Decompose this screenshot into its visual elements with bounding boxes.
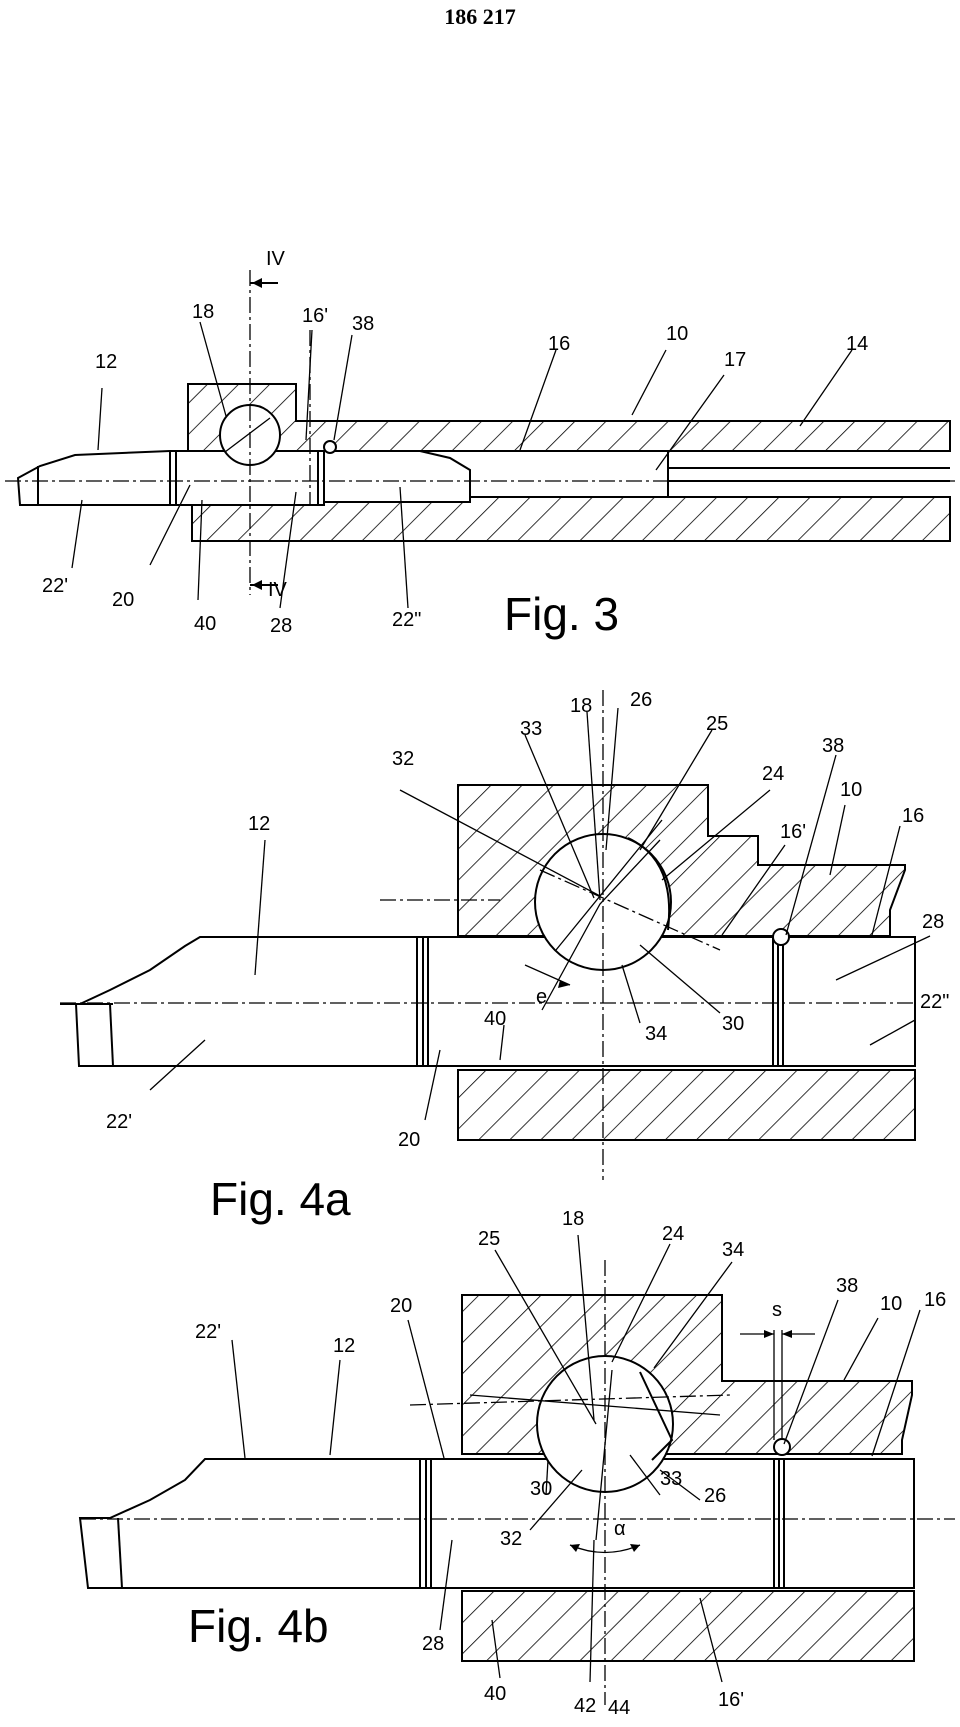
fig4a-label: 16 bbox=[902, 805, 924, 827]
fig3-label: 10 bbox=[666, 323, 688, 345]
fig4a-label: 10 bbox=[840, 779, 862, 801]
figure-3: IV IV 12 18 16' 38 16 10 17 14 22' 20 40… bbox=[5, 248, 955, 640]
fig4b-label: 16' bbox=[718, 1689, 744, 1711]
fig4a-label: 22' bbox=[106, 1111, 132, 1133]
fig3-label: 18 bbox=[192, 301, 214, 323]
fig4a-label: 34 bbox=[645, 1023, 667, 1045]
fig4b-label: 32 bbox=[500, 1528, 522, 1550]
fig3-label: 16' bbox=[302, 305, 328, 327]
page-number: 186 217 bbox=[444, 4, 516, 29]
fig4a-tool-shaft bbox=[60, 936, 916, 1067]
fig4a-label: 28 bbox=[922, 911, 944, 933]
fig4b-label: 24 bbox=[662, 1223, 684, 1245]
fig3-label: 40 bbox=[194, 613, 216, 635]
fig4a-label: 26 bbox=[630, 689, 652, 711]
fig4b-label: 25 bbox=[478, 1228, 500, 1250]
fig4b-housing-upper bbox=[461, 1294, 913, 1455]
fig3-label: 22' bbox=[42, 575, 68, 597]
fig4b-label: 42 bbox=[574, 1695, 596, 1717]
fig4b-housing-lower bbox=[461, 1590, 915, 1662]
fig4b-label: 12 bbox=[333, 1335, 355, 1357]
fig4b-label: 38 bbox=[836, 1275, 858, 1297]
fig3-section-mark-top: IV bbox=[266, 248, 286, 270]
fig4b-label: 28 bbox=[422, 1633, 444, 1655]
fig4a-label: 30 bbox=[722, 1013, 744, 1035]
fig4a-label: 33 bbox=[520, 718, 542, 740]
fig4a-caption: Fig. 4a bbox=[210, 1173, 351, 1225]
fig4a-label: 12 bbox=[248, 813, 270, 835]
fig4b-label: 16 bbox=[924, 1289, 946, 1311]
figure-4a: 18 26 33 25 32 38 24 10 16' 16 12 28 22"… bbox=[60, 689, 949, 1225]
fig4b-label: s bbox=[772, 1299, 782, 1321]
fig4a-housing-lower bbox=[457, 1069, 916, 1141]
fig4a-label: 24 bbox=[762, 763, 784, 785]
fig4b-label: 40 bbox=[484, 1683, 506, 1705]
fig3-label: 28 bbox=[270, 615, 292, 637]
fig3-label: 17 bbox=[724, 349, 746, 371]
fig4b-label: 20 bbox=[390, 1295, 412, 1317]
fig4b-label: 22' bbox=[195, 1321, 221, 1343]
fig4a-label: e bbox=[536, 986, 547, 1008]
fig4a-label: 20 bbox=[398, 1129, 420, 1151]
fig3-caption: Fig. 3 bbox=[504, 588, 619, 640]
fig4a-housing-upper bbox=[457, 784, 906, 937]
fig4a-label: 32 bbox=[392, 748, 414, 770]
fig3-label: 16 bbox=[548, 333, 570, 355]
fig3-label: 20 bbox=[112, 589, 134, 611]
fig3-label: 38 bbox=[352, 313, 374, 335]
fig4a-label: 38 bbox=[822, 735, 844, 757]
fig4b-label: 26 bbox=[704, 1485, 726, 1507]
fig4a-label: 25 bbox=[706, 713, 728, 735]
fig4b-tool-shaft bbox=[78, 1458, 915, 1589]
fig4a-label: 22" bbox=[920, 991, 949, 1013]
fig4b-label: 33 bbox=[660, 1468, 682, 1490]
fig4b-label: 10 bbox=[880, 1293, 902, 1315]
fig3-label: 12 bbox=[95, 351, 117, 373]
fig4b-label: 30 bbox=[530, 1478, 552, 1500]
fig4b-caption: Fig. 4b bbox=[188, 1600, 329, 1652]
fig4a-label: 16' bbox=[780, 821, 806, 843]
fig4b-label: 34 bbox=[722, 1239, 744, 1261]
fig4a-label: 40 bbox=[484, 1008, 506, 1030]
fig3-label: 22" bbox=[392, 609, 421, 631]
figure-4b: 25 18 24 34 20 38 10 s 16 22' 12 30 33 3… bbox=[78, 1208, 955, 1719]
fig4b-label: 44 bbox=[608, 1697, 630, 1719]
fig4b-label: α bbox=[614, 1518, 626, 1540]
fig3-label: 14 bbox=[846, 333, 868, 355]
fig4b-label: 18 bbox=[562, 1208, 584, 1230]
fig3-section-mark-bottom: IV bbox=[268, 579, 288, 601]
fig4a-label: 18 bbox=[570, 695, 592, 717]
